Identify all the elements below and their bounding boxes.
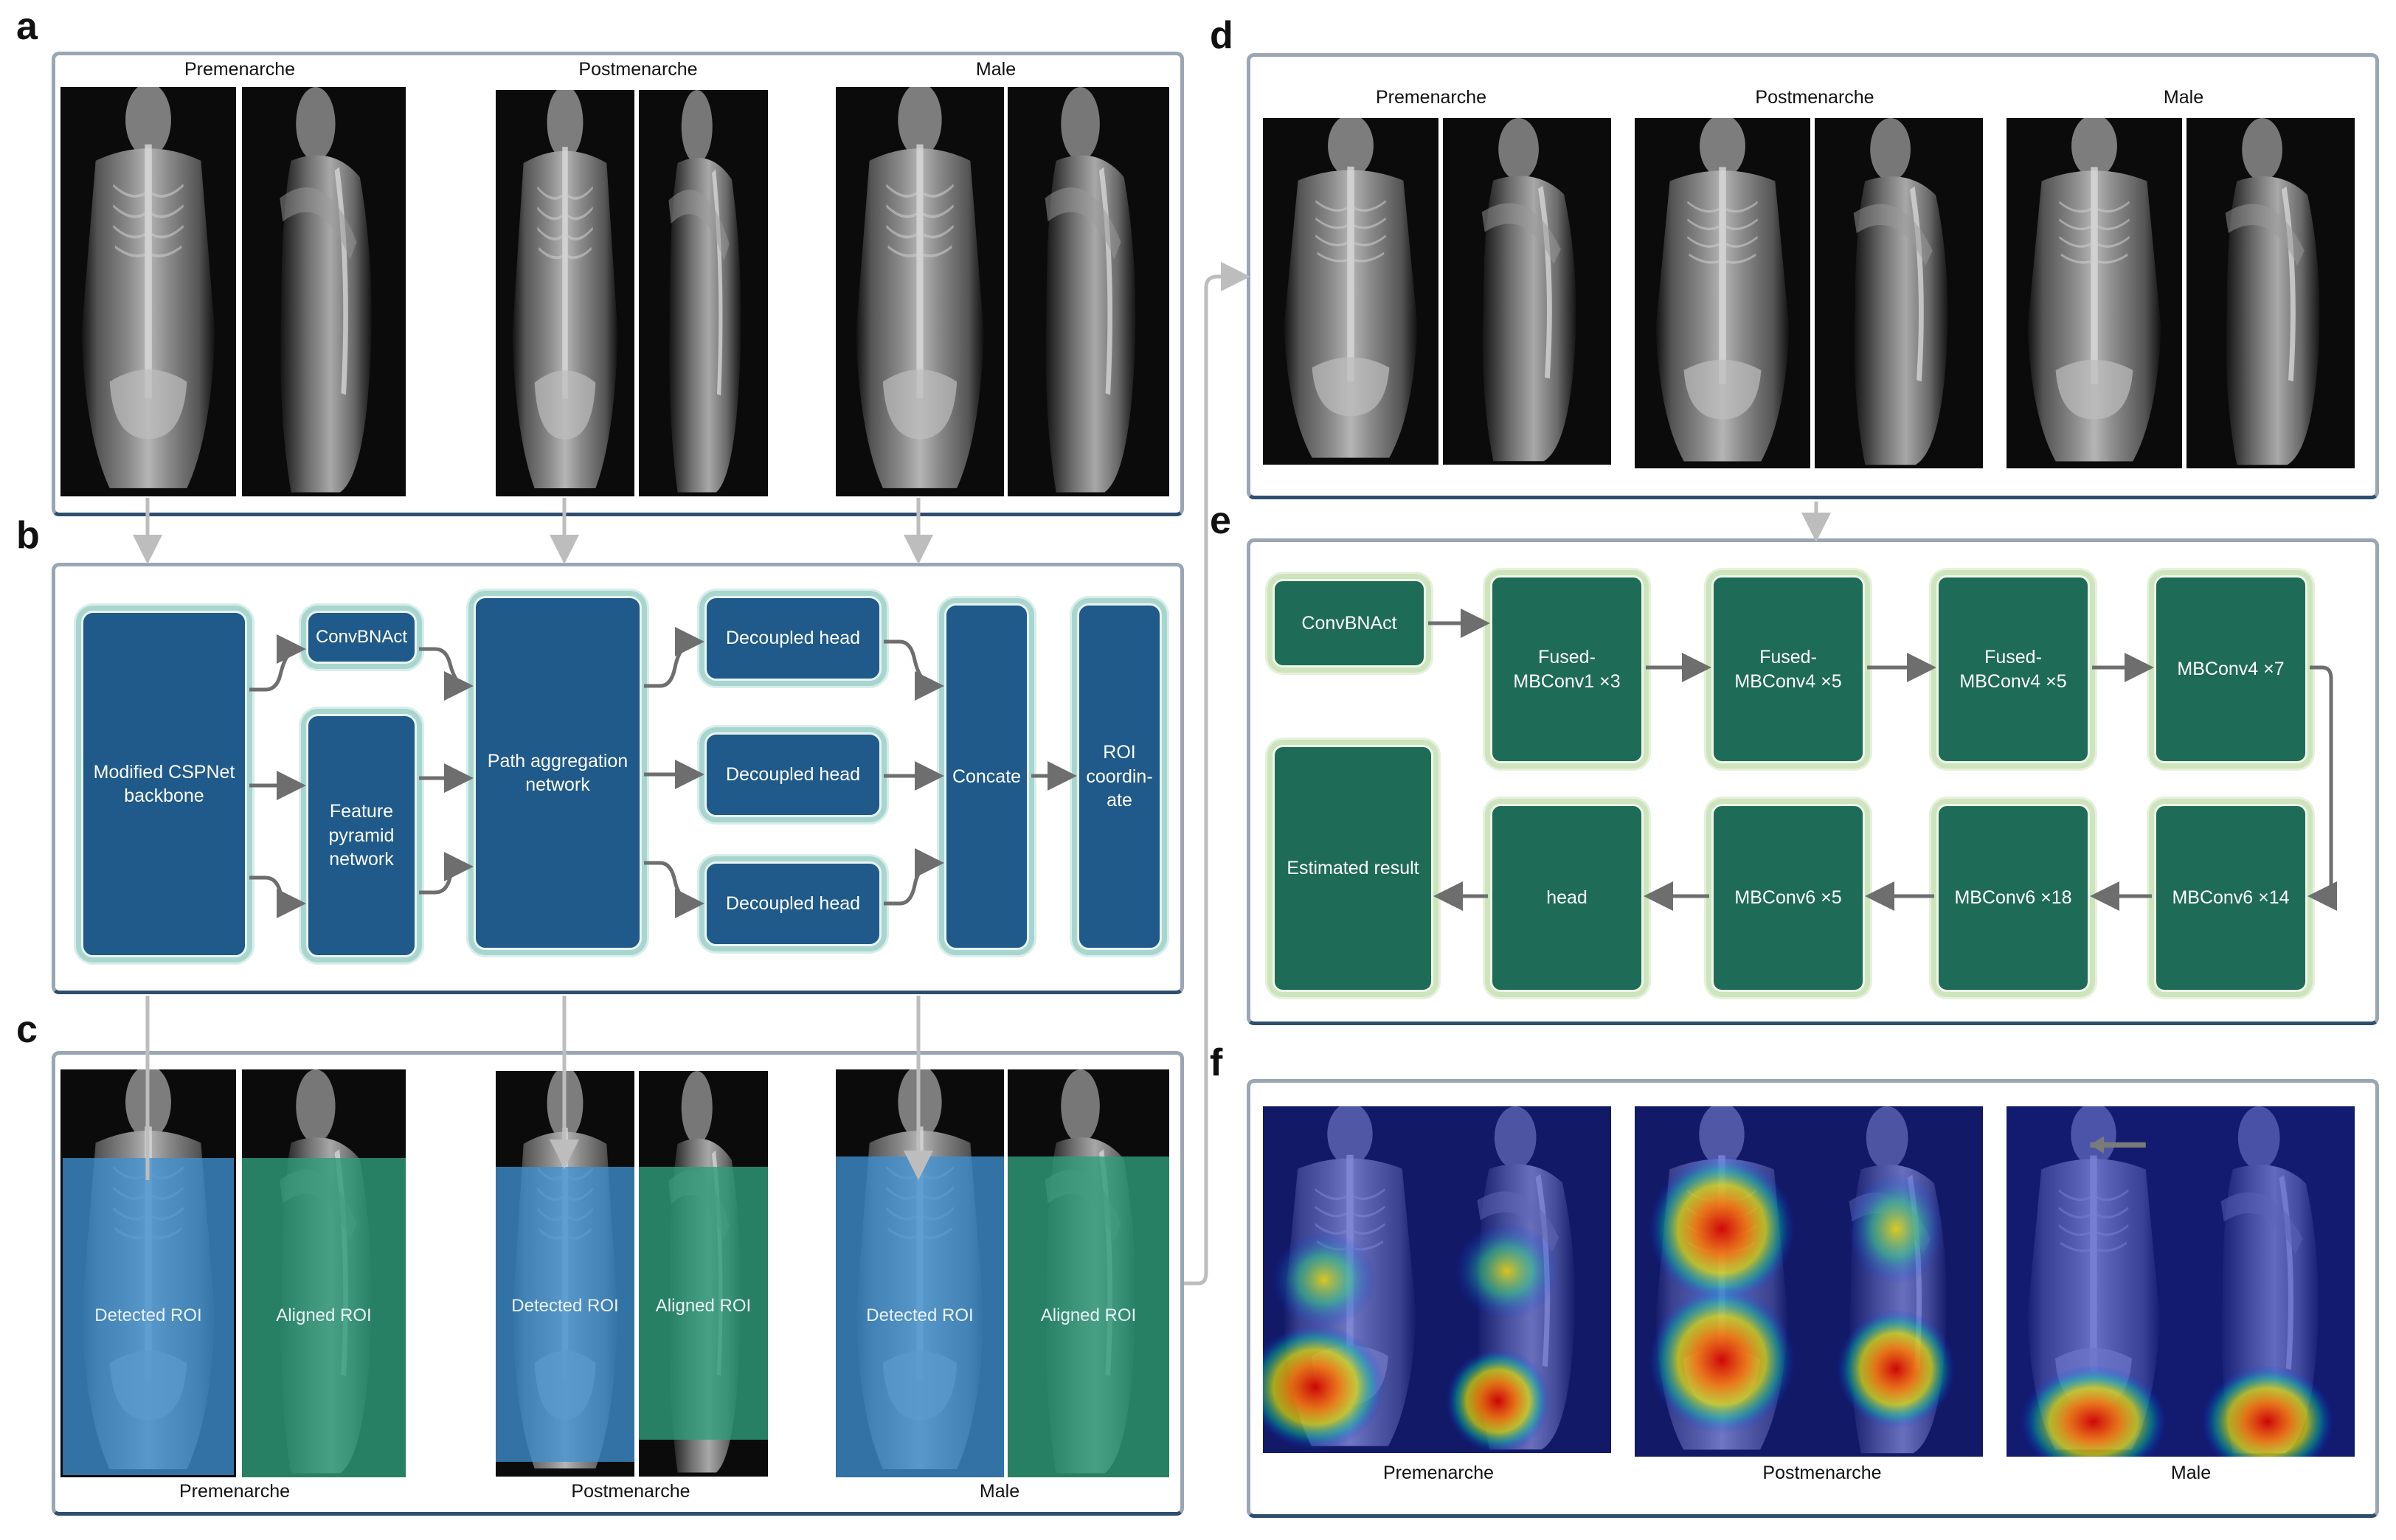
xray-a-postmenarche-lateral	[639, 90, 768, 496]
aligned-roi-label-male: Aligned ROI	[1040, 1305, 1137, 1325]
panel-label-b: b	[16, 514, 40, 557]
panel-label-a: a	[16, 5, 38, 48]
aligned-roi-overlay-postmenarche	[639, 1167, 768, 1440]
caption-d-male: Male	[2163, 87, 2204, 108]
xray-c-premenarche-lateral: Aligned ROI	[242, 1069, 406, 1477]
xray-d-postmenarche-ap	[1635, 118, 1810, 468]
caption-a-premenarche: Premenarche	[184, 59, 296, 80]
block-decoupled-head-1: Decoupled head	[704, 596, 882, 681]
block-e-mbconv4: MBConv4 ×7	[2154, 575, 2307, 763]
xray-d-postmenarche-lateral	[1815, 118, 1983, 468]
detected-roi-overlay-postmenarche	[496, 1167, 634, 1462]
caption-c-premenarche: Premenarche	[179, 1481, 291, 1502]
block-decoupled-head-2: Decoupled head	[704, 732, 882, 817]
xray-d-premenarche-ap	[1263, 118, 1438, 465]
xray-a-male-lateral	[1008, 87, 1169, 496]
block-e-fused-mbconv1: Fused-MBConv1 ×3	[1490, 575, 1644, 763]
xray-d-male-ap	[2007, 118, 2182, 468]
xray-c-postmenarche-lateral: Aligned ROI	[639, 1071, 768, 1477]
detected-roi-overlay-premenarche	[63, 1158, 234, 1475]
block-e-estimated-result: Estimated result	[1273, 745, 1433, 992]
caption-f-premenarche: Premenarche	[1382, 1463, 1495, 1483]
block-e-fused-mbconv4-a: Fused-MBConv4 ×5	[1711, 575, 1865, 763]
aligned-roi-label-postmenarche: Aligned ROI	[655, 1296, 752, 1316]
xray-d-premenarche-lateral	[1443, 118, 1611, 465]
caption-c-male: Male	[979, 1481, 1020, 1502]
aligned-roi-label-premenarche: Aligned ROI	[276, 1305, 372, 1325]
caption-d-postmenarche: Postmenarche	[1755, 87, 1874, 108]
detected-roi-label-postmenarche: Detected ROI	[511, 1296, 619, 1316]
xray-a-male-ap	[836, 87, 1004, 496]
caption-f-postmenarche: Postmenarche	[1762, 1463, 1882, 1483]
heatmap-f-postmenarche	[1635, 1106, 1983, 1457]
block-convbnact: ConvBNAct	[306, 611, 417, 664]
block-e-convbnact: ConvBNAct	[1273, 579, 1426, 667]
detected-roi-overlay-male	[836, 1156, 1004, 1477]
block-roi-coordinate: ROI coordin-ate	[1077, 603, 1162, 950]
caption-f-male: Male	[2170, 1463, 2212, 1483]
xray-c-postmenarche-ap: Detected ROI	[496, 1071, 634, 1477]
block-e-head: head	[1490, 804, 1644, 992]
heatmap-f-male	[2007, 1106, 2355, 1457]
block-decoupled-head-3: Decoupled head	[704, 861, 882, 946]
panel-label-d: d	[1210, 14, 1233, 57]
caption-a-male: Male	[975, 59, 1017, 80]
panel-label-c: c	[16, 1008, 38, 1051]
block-e-mbconv6-18: MBConv6 ×18	[1936, 804, 2090, 992]
block-e-mbconv6-5: MBConv6 ×5	[1711, 804, 1865, 992]
panel-label-f: f	[1210, 1041, 1223, 1084]
panel-label-e: e	[1210, 499, 1231, 542]
block-backbone: Modified CSPNet backbone	[81, 611, 247, 957]
block-feature-pyramid: Feature pyramid network	[306, 714, 417, 957]
xray-a-premenarche-lateral	[242, 87, 406, 496]
block-e-mbconv6-14: MBConv6 ×14	[2154, 804, 2307, 992]
aligned-roi-overlay-premenarche	[242, 1158, 406, 1477]
xray-c-premenarche-ap: Detected ROI	[60, 1069, 236, 1477]
caption-c-postmenarche: Postmenarche	[571, 1481, 690, 1502]
block-concate: Concate	[944, 603, 1029, 950]
aligned-roi-overlay-male	[1008, 1156, 1169, 1477]
caption-d-premenarche: Premenarche	[1375, 87, 1487, 108]
caption-a-postmenarche: Postmenarche	[578, 59, 698, 80]
heatmap-f-premenarche	[1263, 1106, 1611, 1453]
xray-c-male-lateral: Aligned ROI	[1008, 1069, 1169, 1477]
xray-a-premenarche-ap	[60, 87, 236, 496]
xray-c-male-ap: Detected ROI	[836, 1069, 1004, 1477]
xray-a-postmenarche-ap	[496, 90, 634, 496]
xray-d-male-lateral	[2186, 118, 2355, 468]
block-e-fused-mbconv4-b: Fused-MBConv4 ×5	[1936, 575, 2090, 763]
block-path-aggregation: Path aggregation network	[474, 596, 642, 950]
detected-roi-label-premenarche: Detected ROI	[94, 1305, 202, 1325]
detected-roi-label-male: Detected ROI	[866, 1305, 974, 1325]
